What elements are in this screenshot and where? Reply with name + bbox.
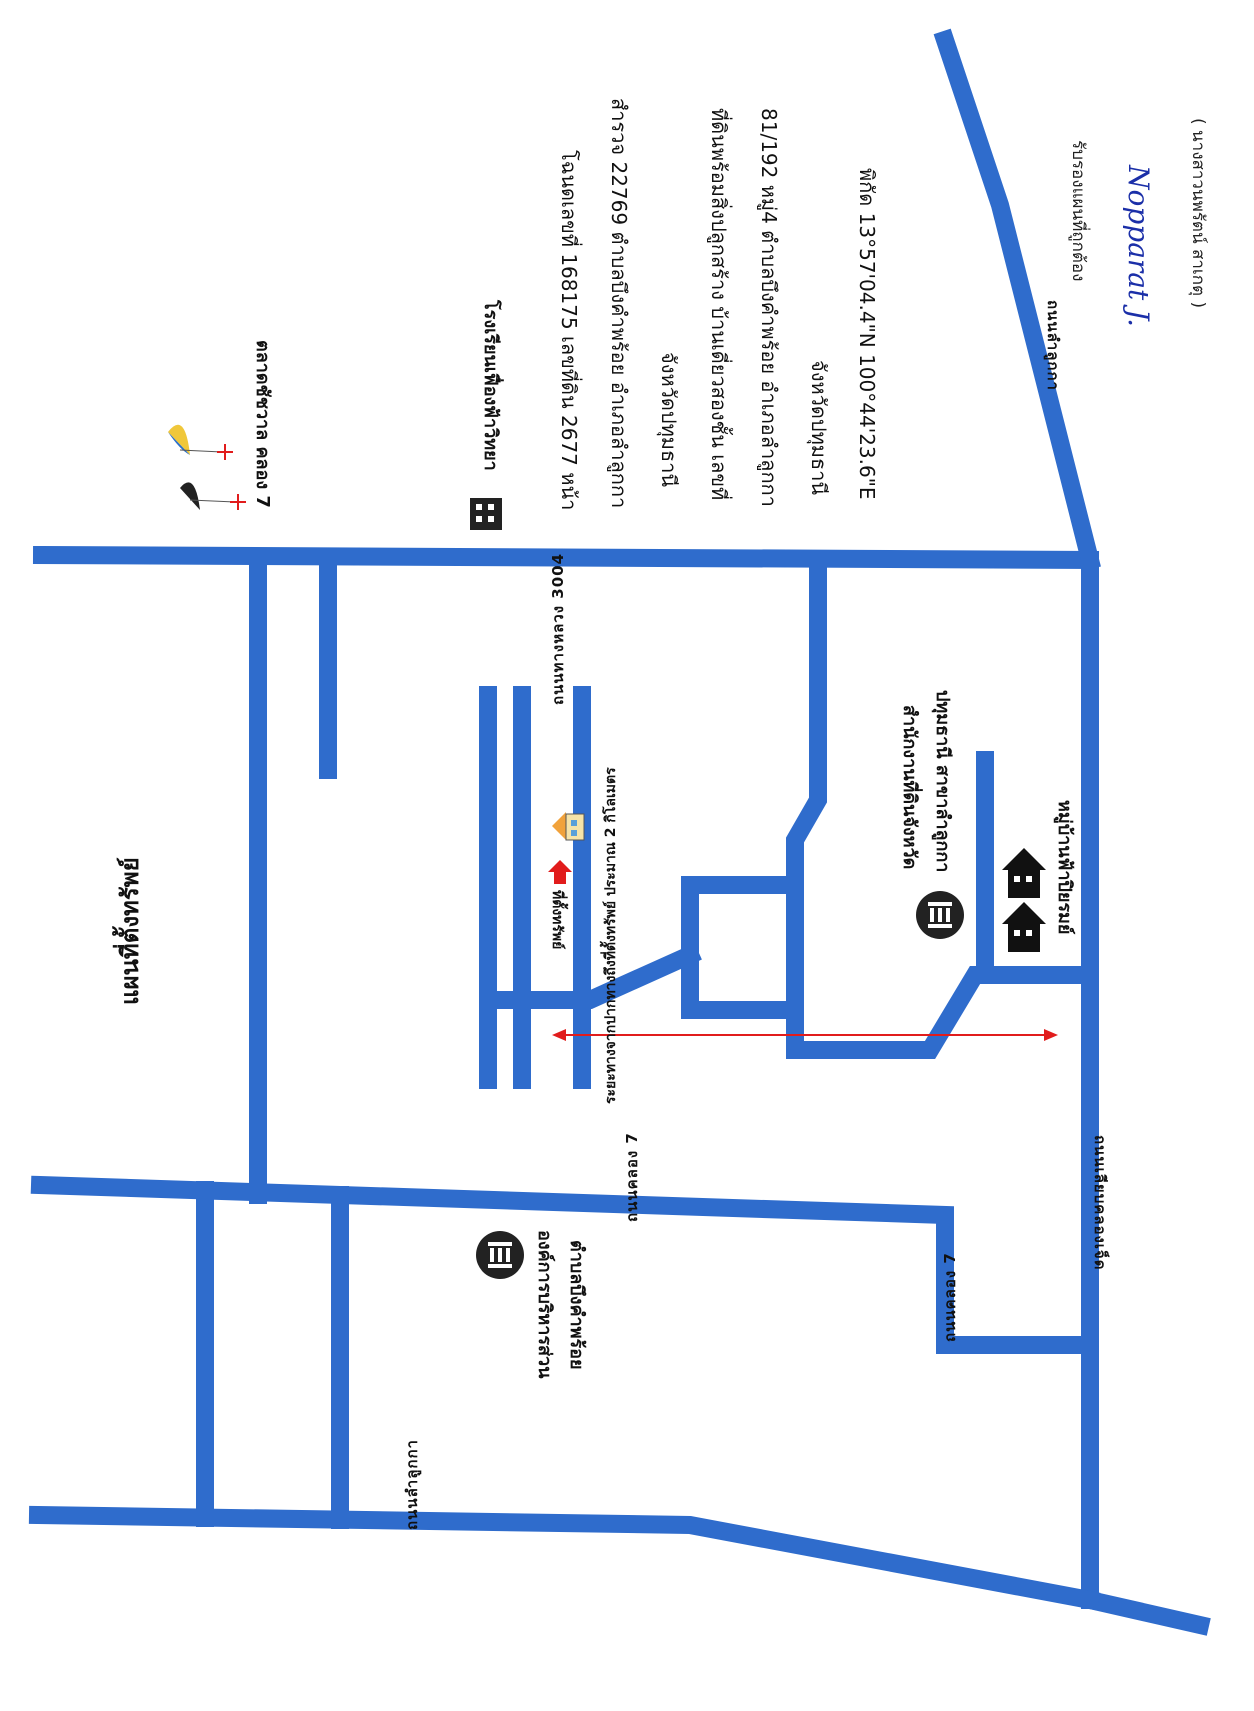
- info-line-6: จังหวัดปทุมธานี: [807, 360, 831, 496]
- road-khlong7: [30, 1175, 1099, 1354]
- village-label: หมู่บ้านฟ้าปิยรมย์: [1054, 800, 1075, 935]
- market-label: ตลาดชัชวาล คลอง 7: [252, 340, 273, 508]
- sao-icon: [476, 1231, 524, 1279]
- road-3004-label: ถนนทางหลวง 3004: [549, 552, 567, 705]
- market-pin-icon: [217, 444, 246, 510]
- road-inner: [786, 556, 1099, 1059]
- road-3004: [32, 545, 1100, 570]
- village-houses-icon: [1002, 848, 1046, 952]
- land-office-icon: [916, 891, 964, 939]
- sao-label-1: องค์การบริหารส่วน: [534, 1230, 555, 1379]
- info-line-3: จังหวัดปทุมธานี: [657, 352, 681, 488]
- signature: Nopparat J.: [1122, 165, 1155, 328]
- info-line-7: พิกัด 13°57'04.4"N 100°44'23.6"E: [855, 168, 879, 500]
- road-khlong7-label-2: ถนนคลอง 7: [941, 1252, 959, 1342]
- info-line-2: สำรวจ 22769 ตำบลบึงคำพร้อย อำเภอลำลูกกา: [607, 98, 631, 509]
- road-lamlukka-right: [933, 28, 1101, 571]
- road-lamlukka-bottom: [28, 1505, 1101, 1611]
- distance-note: ระยะทางจากปากทางถึงที่ตั้งทรัพย์ ประมาณ …: [603, 767, 619, 1104]
- land-office-label-2: ปทุมธานี สาขาลำลูกกา: [932, 690, 953, 873]
- map-title: แผนที่ตั้งทรัพย์: [116, 857, 144, 1005]
- certify-text: รับรองแผนที่ถูกต้อง: [1068, 140, 1088, 282]
- property-house-icon: [552, 812, 585, 841]
- info-line-1: โฉนดเลขที่ 168175 เลขที่ดิน 2677 หน้า: [557, 150, 581, 511]
- distance-arrowhead-left: [552, 1029, 566, 1041]
- market-umbrella-icon: [168, 424, 236, 510]
- road-loop: [681, 876, 804, 1019]
- road-lamlukka-label: ถนนลำลูกกา: [1044, 300, 1062, 391]
- land-office-label-1: สำนักงานที่ดินจังหวัด: [899, 705, 920, 870]
- property-arrow-icon: [548, 860, 572, 884]
- school-label: โรงเรียนเฟื่องฟ้าวิทยา: [480, 300, 501, 471]
- sao-label-2: ตำบลบึงคำพร้อย: [566, 1240, 587, 1370]
- property-label: ที่ตั้งทรัพย์: [549, 890, 565, 950]
- school-icon: [470, 498, 502, 530]
- info-line-4: ที่ดินพร้อมสิ่งปลูกสร้าง บ้านเดี่ยวสองชั…: [707, 108, 731, 501]
- road-khlong7-label-1: ถนนคลอง 7: [623, 1132, 641, 1222]
- certify-name: ( นางสาวนพรัตน์ สาเกตุ ): [1188, 118, 1208, 309]
- road-lamlukka-bottom-label: ถนนลำลูกกา: [403, 1439, 421, 1530]
- distance-arrowhead-right: [1044, 1029, 1058, 1041]
- info-line-5: 81/192 หมู่4 ตำบลบึงคำพร้อย อำเภอลำลูกกา: [757, 108, 781, 507]
- soi-cross: [479, 943, 702, 1009]
- road-bottom-diagonal: [1079, 1589, 1211, 1636]
- road-liabkhlong-label: ถนนเลียบคลองเจ็ด: [1091, 1135, 1109, 1271]
